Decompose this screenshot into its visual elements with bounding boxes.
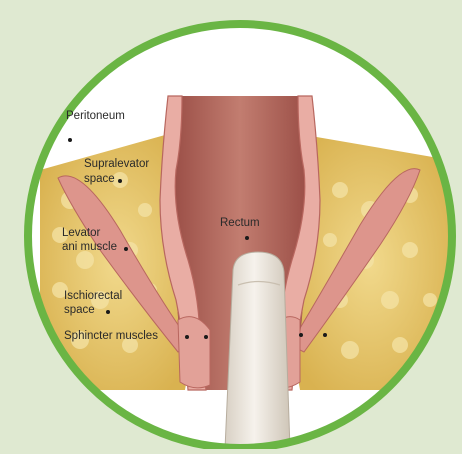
- pointer-peritoneum: [68, 138, 72, 142]
- label-rectum: Rectum: [220, 217, 260, 230]
- label-supralevator-line1: Supralevator: [84, 158, 149, 171]
- label-levator-line2: ani muscle: [62, 241, 117, 254]
- pointer-ischiorectal: [106, 310, 110, 314]
- label-peritoneum: Peritoneum: [66, 110, 125, 123]
- label-sphincter: Sphincter muscles: [64, 330, 158, 343]
- label-supralevator-line2: space: [84, 173, 115, 186]
- label-ischiorectal-line2: space: [64, 304, 95, 317]
- sphincter-left: [178, 317, 210, 388]
- label-levator-line1: Levator: [62, 227, 100, 240]
- label-ischiorectal-line1: Ischiorectal: [64, 290, 122, 303]
- pointer-supralevator: [118, 179, 122, 183]
- pointer-sphincter-2: [204, 335, 208, 339]
- pointer-levator: [124, 247, 128, 251]
- pointer-sphincter-3: [299, 333, 303, 337]
- pointer-rectum: [245, 236, 249, 240]
- pointer-sphincter-4: [323, 333, 327, 337]
- pointer-sphincter-1: [185, 335, 189, 339]
